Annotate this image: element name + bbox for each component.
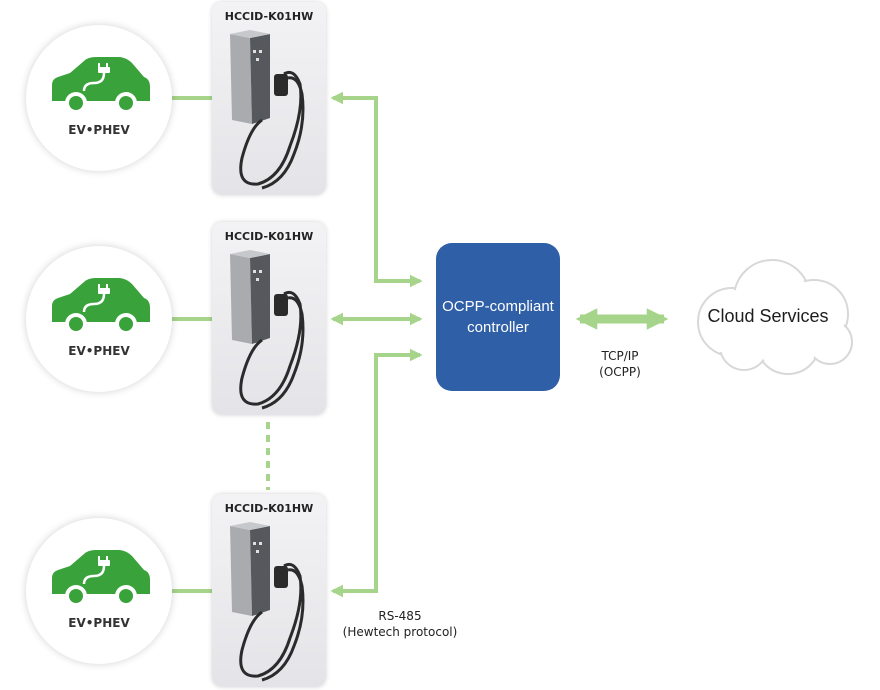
charger-label: HCCID-K01HW bbox=[224, 502, 314, 515]
wall-charger-icon bbox=[230, 522, 305, 682]
charger-node-2: HCCID-K01HW bbox=[212, 222, 326, 415]
protocol-rs485-line1: RS-485 bbox=[378, 609, 422, 623]
electric-car-icon bbox=[52, 550, 150, 607]
link-charger-1 bbox=[330, 91, 423, 288]
ev-node-3: EV•PHEV bbox=[26, 518, 172, 664]
charger-label: HCCID-K01HW bbox=[224, 10, 314, 23]
charger-label: HCCID-K01HW bbox=[224, 230, 314, 243]
protocol-cloud-line1: TCP/IP bbox=[601, 349, 639, 363]
ev-label: EV•PHEV bbox=[68, 344, 130, 358]
cloud-icon bbox=[697, 259, 853, 375]
protocol-cloud-caption: TCP/IP (OCPP) bbox=[578, 348, 662, 380]
ev-node-1: EV•PHEV bbox=[26, 25, 172, 171]
ocpp-controller-node: OCPP-compliant controller bbox=[436, 243, 560, 391]
protocol-rs485-line2: (Hewtech protocol) bbox=[342, 625, 458, 639]
protocol-rs485-caption: RS-485 (Hewtech protocol) bbox=[336, 608, 464, 640]
link-charger-3 bbox=[330, 348, 423, 598]
electric-car-icon bbox=[52, 278, 150, 335]
ev-label: EV•PHEV bbox=[68, 616, 130, 630]
ev-node-2: EV•PHEV bbox=[26, 246, 172, 392]
wall-charger-icon bbox=[230, 30, 305, 190]
cloud-services-label: Cloud Services bbox=[707, 306, 829, 326]
controller-label-line2: controller bbox=[467, 319, 529, 336]
ev-label: EV•PHEV bbox=[68, 123, 130, 137]
protocol-cloud-line2: (OCPP) bbox=[599, 365, 641, 379]
charger-node-1: HCCID-K01HW bbox=[212, 2, 326, 195]
wall-charger-icon bbox=[230, 250, 305, 410]
charger-node-3: HCCID-K01HW bbox=[212, 494, 326, 687]
electric-car-icon bbox=[52, 57, 150, 114]
controller-label-line1: OCPP-compliant bbox=[442, 298, 554, 315]
